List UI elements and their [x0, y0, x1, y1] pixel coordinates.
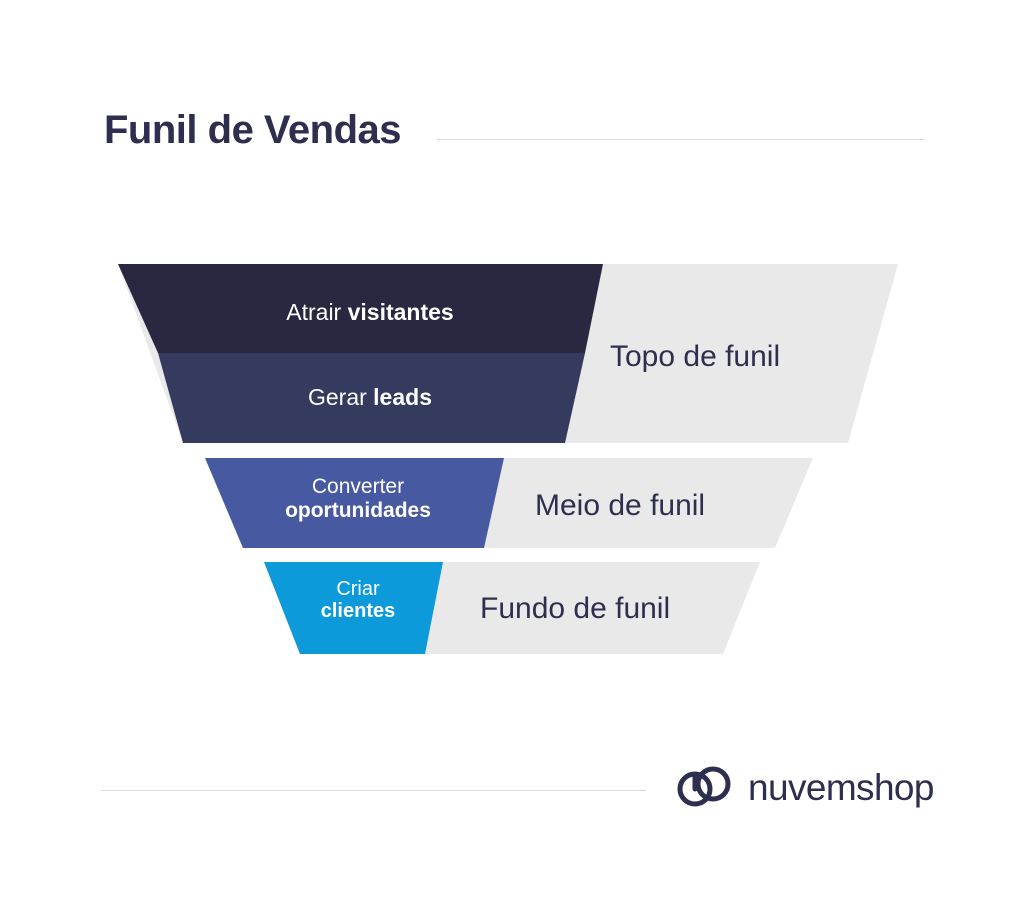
funnel-stage-shape-criar-clientes — [264, 562, 443, 654]
funnel-stage-label-criar-clientes-regular: Criar — [336, 578, 380, 600]
funnel-stage-label-atrair-visitantes-regular: Atrair — [286, 299, 348, 325]
brand-wordmark: nuvemshop — [748, 766, 934, 808]
funnel-stage-shape-converter-oportunidades — [205, 458, 504, 548]
funnel-stage-label-gerar-leads-bold: leads — [373, 384, 432, 410]
funnel-stage-label-converter-oportunidades-regular: Converter — [311, 475, 405, 498]
funnel-stage-label-gerar-leads: Gerar leads — [275, 384, 465, 411]
funnel-stage-label-converter-oportunidades-bold: oportunidades — [285, 498, 431, 522]
funnel-stage-label-criar-clientes-bold: clientes — [320, 600, 396, 623]
title-divider — [437, 139, 925, 140]
band-label-fundo-de-funil: Fundo de funil — [480, 592, 671, 625]
band-label-meio-de-funil: Meio de funil — [535, 489, 706, 522]
funnel-stage-label-atrair-visitantes: Atrair visitantes — [270, 299, 470, 326]
funnel-stage-shape-atrair-visitantes — [118, 264, 603, 353]
funnel-stage-shape-gerar-leads — [158, 353, 585, 443]
funnel-stage-label-gerar-leads-regular: Gerar — [307, 384, 374, 410]
nuvemshop-cloud-mark-icon — [677, 766, 731, 807]
funnel-stage-label-atrair-visitantes-bold: visitantes — [347, 299, 454, 325]
band-label-topo-de-funil: Topo de funil — [610, 340, 781, 373]
page-title: Funil de Vendas — [104, 108, 402, 152]
funnel-stage-label-criar-clientes: Criar clientes — [298, 578, 418, 623]
brand-logo: nuvemshop — [676, 765, 934, 809]
funnel-stage-label-converter-oportunidades: Converter oportunidades — [257, 475, 459, 522]
footer-divider — [101, 790, 646, 791]
